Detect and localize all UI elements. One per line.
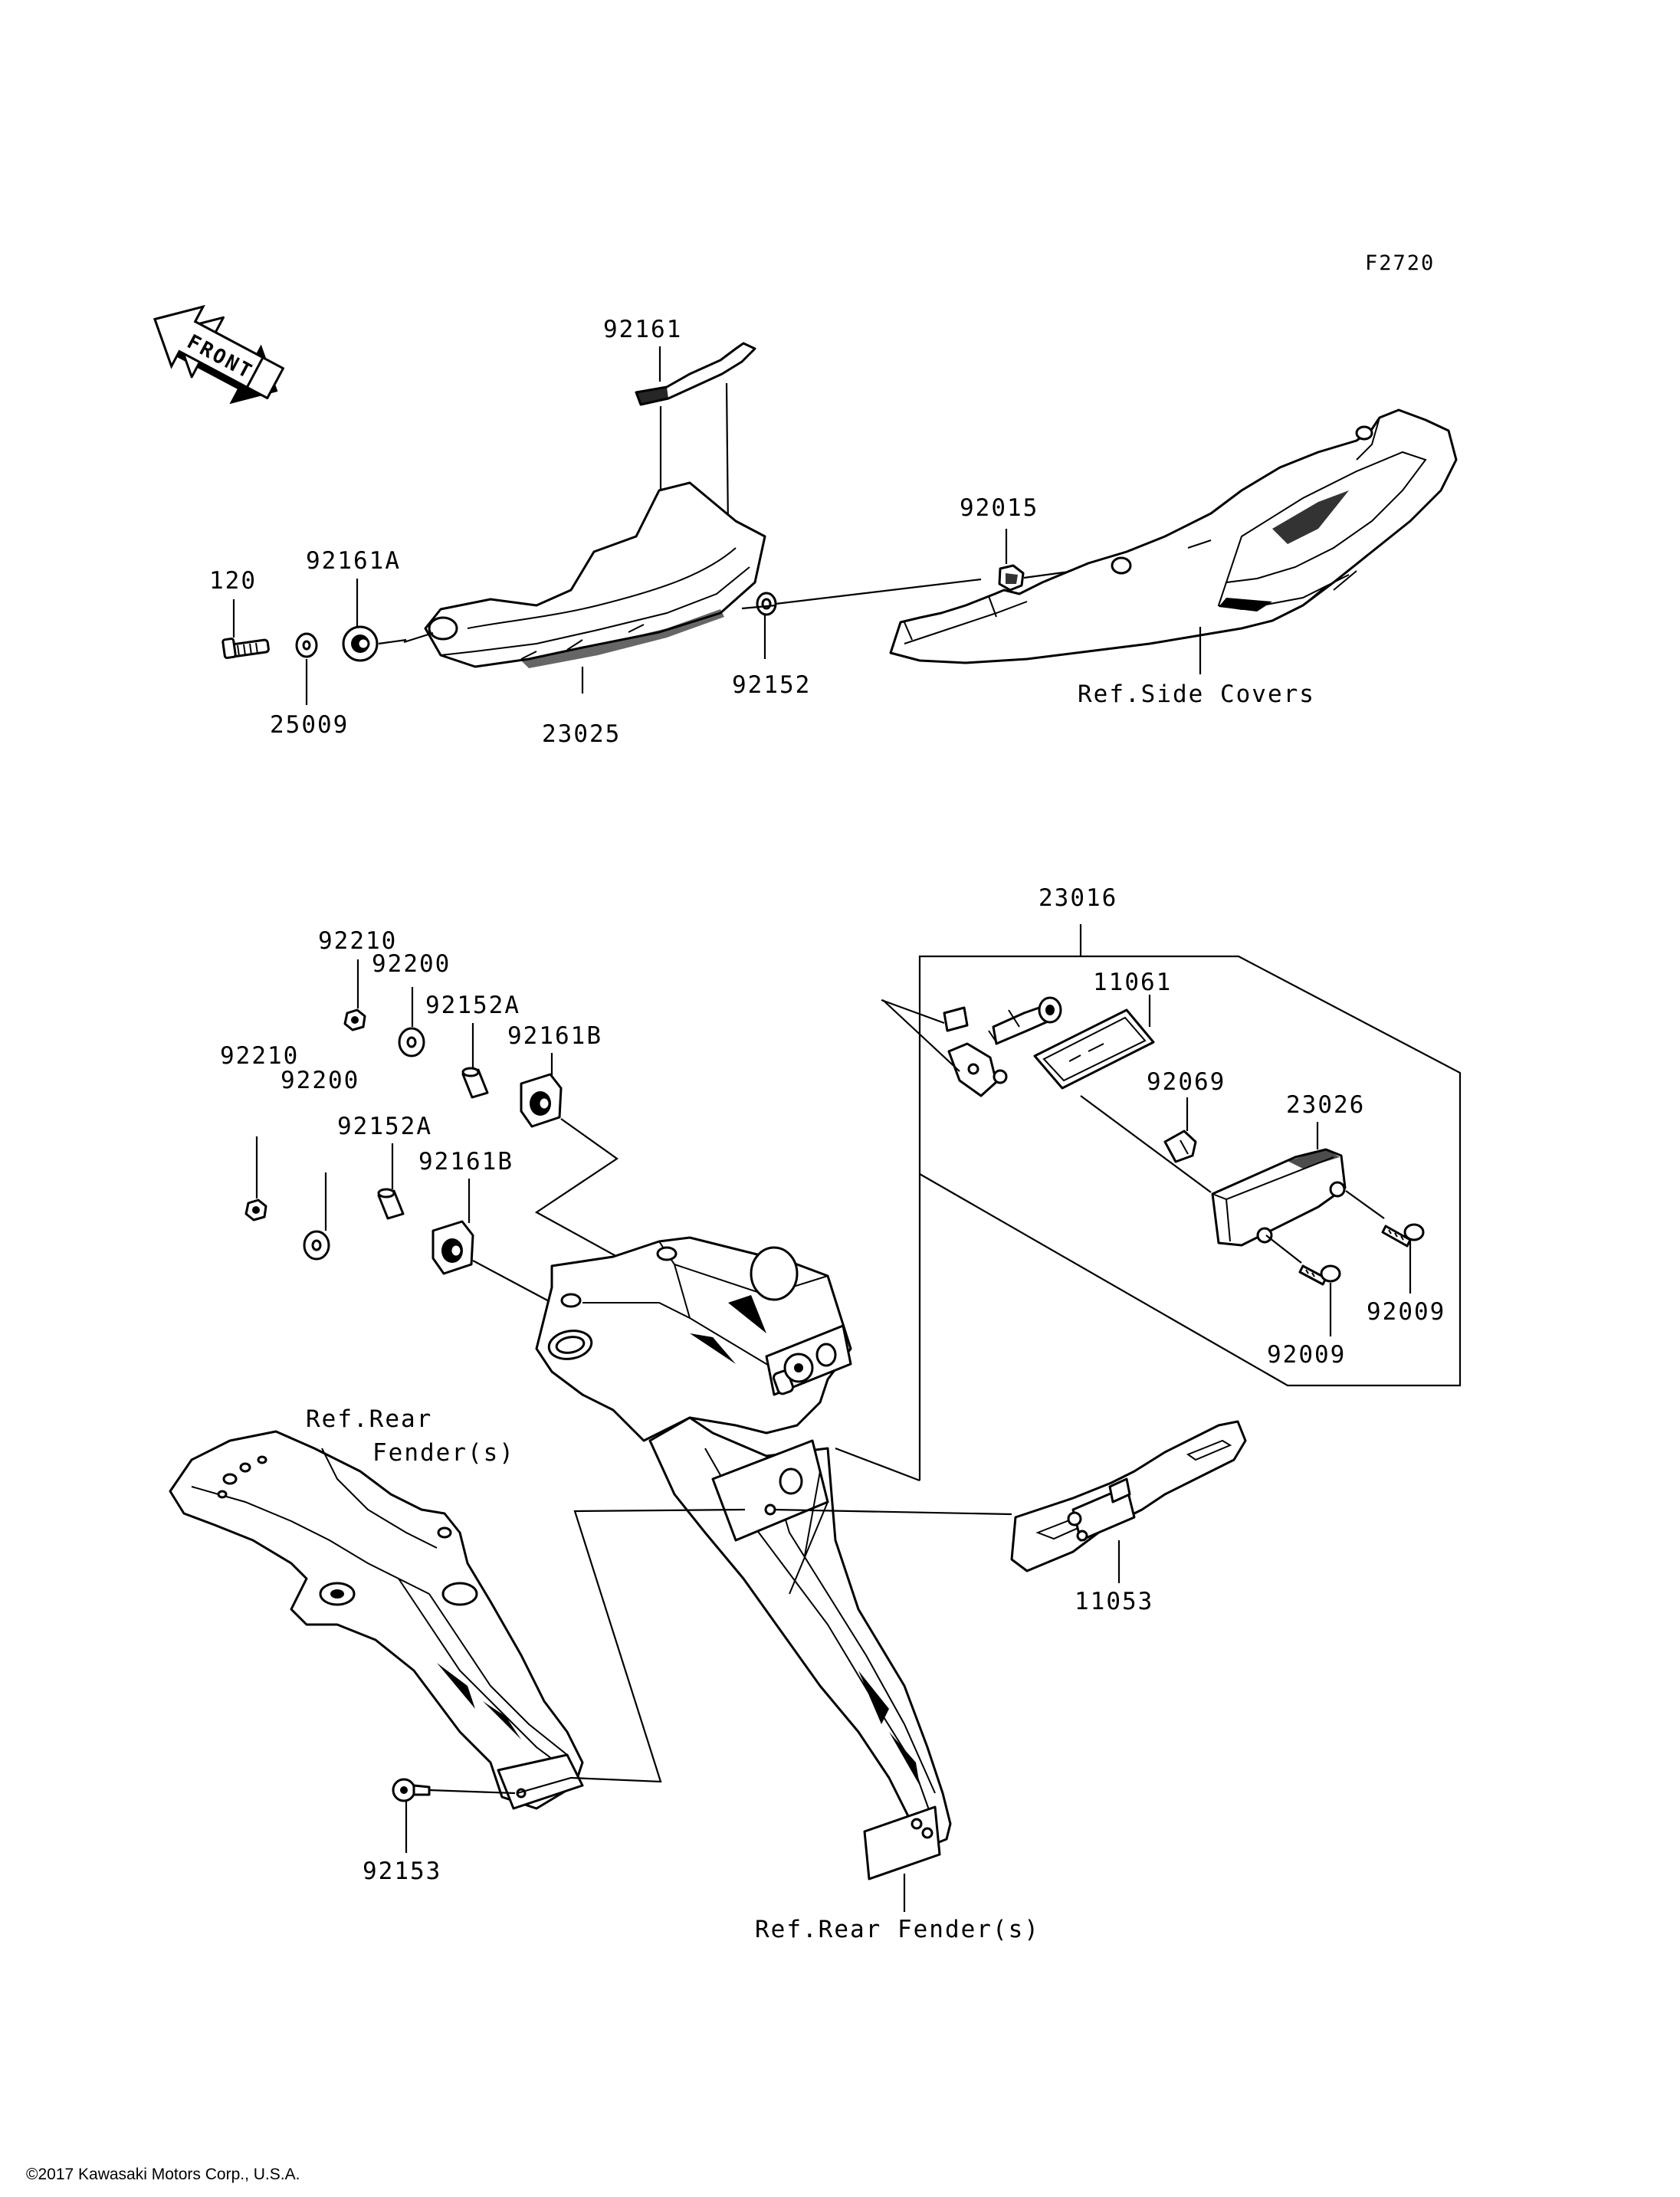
part-92153-bolt	[392, 1778, 431, 1802]
part-92009-screw-b	[1298, 1264, 1341, 1286]
part-lamp-socket	[943, 996, 1062, 1097]
label-23025: 23025	[542, 720, 621, 748]
label-92152: 92152	[732, 671, 811, 699]
part-23026-lamp-lens	[1211, 1148, 1347, 1247]
ref-rear-fender-part	[169, 1430, 584, 1810]
part-92152A-collar-a	[461, 1067, 489, 1099]
label-120: 120	[209, 567, 257, 595]
label-92200-b: 92200	[281, 1067, 359, 1094]
part-92200-washer-b	[303, 1230, 330, 1261]
part-23025-tail-housing	[424, 481, 766, 668]
figure-id: F2720	[1365, 251, 1435, 275]
label-11061: 11061	[1093, 969, 1172, 996]
part-120-bolt	[221, 638, 270, 659]
label-92210-a: 92210	[318, 927, 397, 955]
copyright-notice: ©2017 Kawasaki Motors Corp., U.S.A.	[26, 2166, 300, 2183]
assembly-23016-outline	[918, 924, 1462, 1387]
label-25009: 25009	[270, 711, 349, 739]
part-92210-nut-a	[343, 1008, 366, 1031]
label-23026: 23026	[1286, 1091, 1365, 1119]
label-11053: 11053	[1075, 1588, 1153, 1615]
label-92161B-b: 92161B	[418, 1148, 514, 1176]
label-92161: 92161	[603, 316, 682, 343]
label-92161A: 92161A	[306, 547, 401, 575]
part-92161A-grommet	[342, 625, 379, 662]
label-92153: 92153	[363, 1858, 441, 1885]
label-92200-a: 92200	[372, 950, 451, 978]
label-ref-rear-fender-b: Ref.Rear Fender(s)	[755, 1916, 1040, 1943]
part-92161B-grommet-a	[520, 1073, 563, 1128]
label-ref-side-covers: Ref.Side Covers	[1078, 680, 1315, 708]
part-92152A-collar-b	[377, 1188, 405, 1220]
label-92152A-a: 92152A	[425, 992, 520, 1019]
label-92009-a: 92009	[1367, 1298, 1445, 1326]
label-92210-b: 92210	[220, 1042, 299, 1070]
label-92015: 92015	[960, 494, 1039, 522]
part-11061-gasket	[1033, 1008, 1155, 1090]
front-direction-arrow-icon: FRONT	[153, 304, 284, 405]
part-92161B-grommet-b	[431, 1220, 474, 1275]
label-ref-rear-fender-a-line1: Ref.Rear	[306, 1405, 432, 1433]
part-25009-washer	[295, 632, 318, 658]
part-92152-collar	[756, 592, 777, 616]
part-license-bracket	[535, 1236, 952, 1881]
label-92069: 92069	[1147, 1068, 1226, 1096]
part-92210-nut-b	[244, 1199, 267, 1221]
part-92015-nut	[998, 564, 1025, 592]
label-92152A-b: 92152A	[337, 1113, 432, 1140]
part-92200-washer-a	[398, 1027, 425, 1058]
label-ref-rear-fender-a-line2: Fender(s)	[372, 1439, 515, 1467]
part-92161-bracket	[635, 342, 756, 406]
label-92009-b: 92009	[1267, 1341, 1346, 1369]
ref-side-cover	[889, 408, 1458, 664]
part-92069-bulb	[1163, 1130, 1197, 1163]
part-92009-screw-a	[1381, 1223, 1425, 1248]
part-11053-plate-bracket	[1010, 1420, 1247, 1572]
label-23016: 23016	[1039, 884, 1117, 912]
label-92161B-a: 92161B	[507, 1022, 602, 1050]
